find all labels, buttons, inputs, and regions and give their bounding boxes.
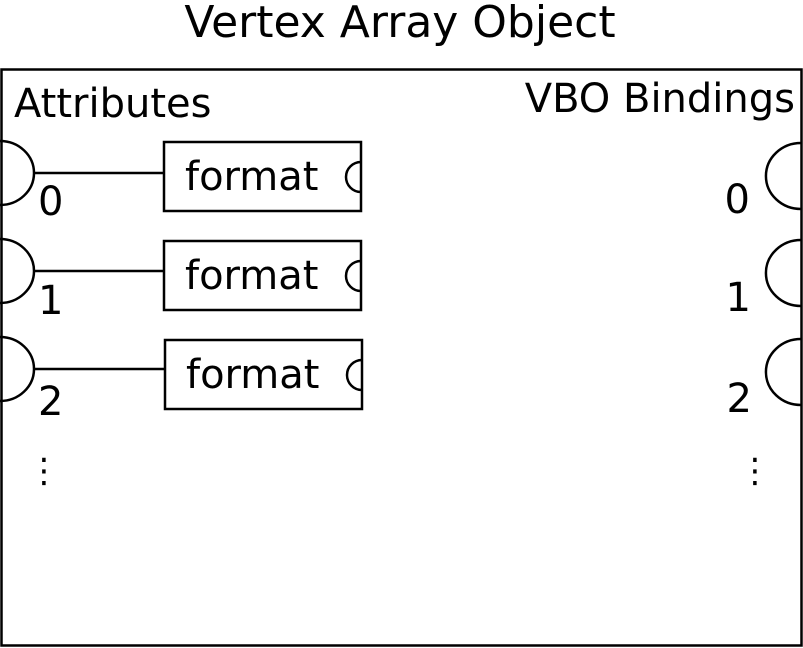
vbo-bindings-heading: VBO Bindings	[525, 76, 795, 122]
format-label: format	[185, 253, 318, 299]
attributes-more-indicator: ⋮	[27, 451, 61, 491]
format-binding-plug	[344, 259, 362, 293]
attribute-index-label: 2	[38, 379, 63, 425]
format-label: format	[186, 352, 319, 398]
attribute-socket	[0, 237, 36, 305]
vbo-binding-socket	[764, 337, 802, 407]
format-box	[162, 239, 363, 312]
vbo-binding-index-label: 0	[725, 177, 750, 223]
format-box	[163, 338, 364, 411]
format-binding-plug	[344, 160, 362, 194]
attribute-socket	[0, 139, 36, 207]
format-label: format	[185, 154, 318, 200]
vbo-binding-row: 1	[726, 238, 802, 321]
vbo-binding-row: 2	[727, 337, 802, 422]
attribute-index-label: 1	[38, 278, 63, 324]
format-binding-plug	[345, 358, 363, 392]
attribute-row: 2 format	[0, 335, 364, 425]
format-box	[162, 140, 363, 213]
attribute-socket	[0, 335, 36, 403]
vbo-binding-row: 0	[725, 141, 802, 223]
vbo-bindings-more-indicator: ⋮	[738, 451, 772, 491]
attribute-row: 1 format	[0, 237, 363, 324]
vbo-binding-socket	[764, 141, 802, 211]
vbo-binding-index-label: 1	[726, 275, 751, 321]
vbo-binding-socket	[764, 238, 802, 308]
attributes-heading: Attributes	[14, 81, 211, 127]
attribute-index-label: 0	[38, 179, 63, 225]
diagram-title: Vertex Array Object	[184, 0, 615, 48]
attribute-row: 0 format	[0, 139, 363, 225]
vao-frame	[0, 68, 803, 647]
vbo-binding-index-label: 2	[727, 376, 752, 422]
